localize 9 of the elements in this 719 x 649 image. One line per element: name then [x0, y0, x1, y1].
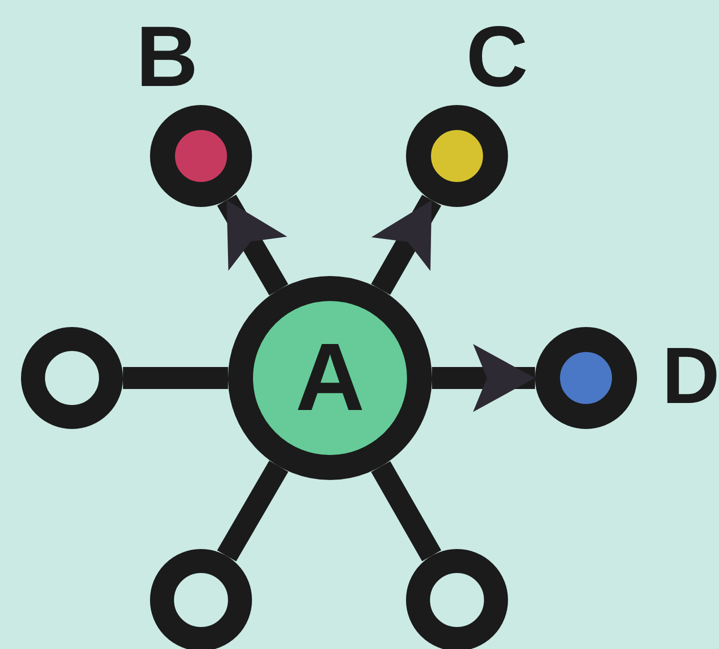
node-label: B	[136, 14, 198, 100]
node-label: D	[662, 336, 719, 416]
arrow	[371, 194, 442, 295]
connector-line	[123, 367, 228, 389]
node-label: C	[466, 14, 528, 100]
arrow	[432, 344, 535, 412]
node-label: A	[295, 330, 365, 426]
connector-line	[371, 461, 442, 562]
arrow	[217, 194, 288, 296]
